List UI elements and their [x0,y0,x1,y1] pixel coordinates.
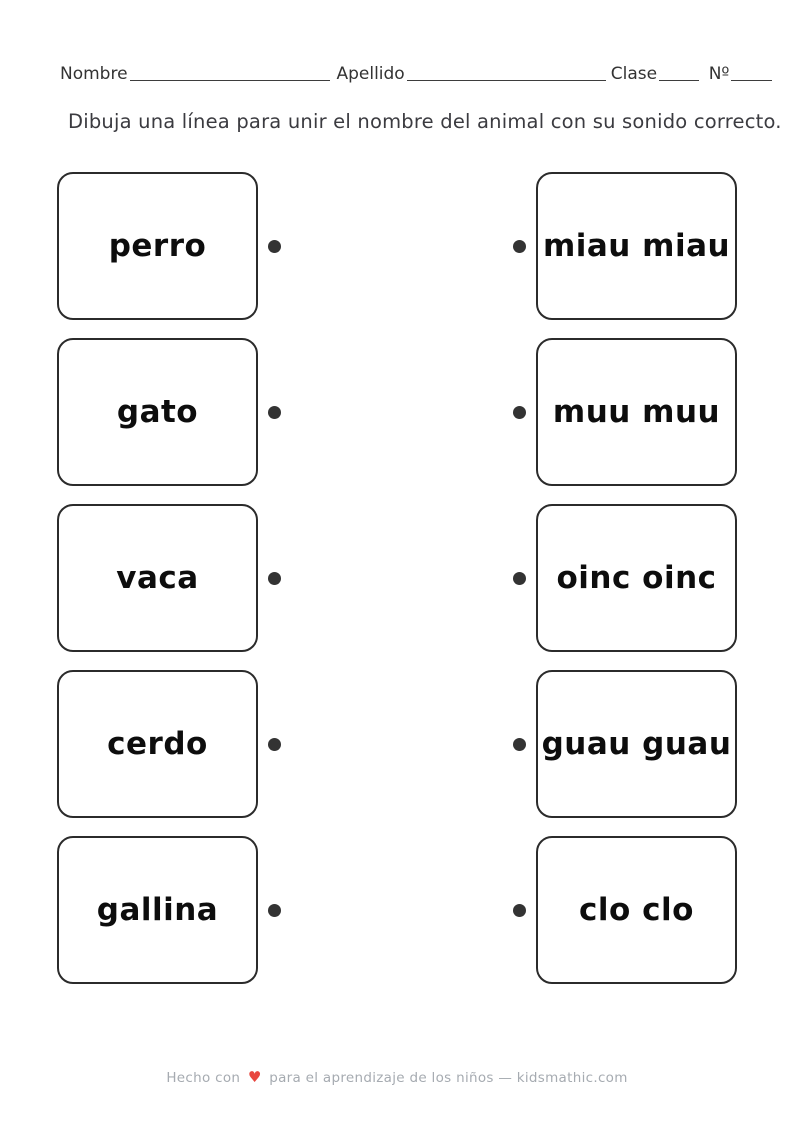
connector-dot-left-2[interactable] [268,405,281,419]
sound-word: miau miau [542,228,731,264]
match-row-1: perro miau miau [57,172,737,320]
apellido-fill-line[interactable] [406,79,606,82]
animal-card-5[interactable]: gallina [57,836,258,984]
matching-area: perro miau miau gato muu muu vaca oinc o… [57,172,737,984]
heart-icon: ♥ [247,1068,262,1086]
footer-prefix: Hecho con [166,1070,241,1086]
connector-dot-right-4[interactable] [513,737,526,751]
connector-dot-right-1[interactable] [513,239,526,253]
sound-card-2[interactable]: muu muu [536,338,737,486]
sound-card-3[interactable]: oinc oinc [536,504,737,652]
animal-word: gato [116,394,199,430]
sound-card-1[interactable]: miau miau [536,172,737,320]
nombre-fill-line[interactable] [129,79,331,82]
connector-dot-left-1[interactable] [268,239,281,253]
animal-word: vaca [116,560,199,596]
connector-dot-right-5[interactable] [513,903,526,917]
instruction-text: Dibuja una línea para unir el nombre del… [68,110,782,133]
animal-card-2[interactable]: gato [57,338,258,486]
clase-label: Clase [610,64,658,84]
animal-word: gallina [96,892,219,928]
sound-card-5[interactable]: clo clo [536,836,737,984]
numero-label: Nº [708,64,730,84]
sound-word: guau guau [541,726,732,762]
animal-card-4[interactable]: cerdo [57,670,258,818]
numero-fill-line[interactable] [731,79,772,82]
connector-dot-right-2[interactable] [513,405,526,419]
animal-word: perro [108,228,207,264]
match-row-3: vaca oinc oinc [57,504,737,652]
sound-card-4[interactable]: guau guau [536,670,737,818]
sound-word: oinc oinc [556,560,717,596]
footer-credit: Hecho con ♥ para el aprendizaje de los n… [0,1068,794,1086]
animal-card-1[interactable]: perro [57,172,258,320]
footer-suffix: para el aprendizaje de los niños — kidsm… [269,1070,628,1086]
connector-dot-left-4[interactable] [268,737,281,751]
connector-dot-left-5[interactable] [268,903,281,917]
animal-card-3[interactable]: vaca [57,504,258,652]
match-row-2: gato muu muu [57,338,737,486]
nombre-label: Nombre [60,64,128,84]
sound-word: clo clo [579,892,694,928]
clase-fill-line[interactable] [659,79,699,82]
connector-dot-left-3[interactable] [268,571,281,585]
animal-word: cerdo [107,726,208,762]
sound-word: muu muu [552,394,721,430]
match-row-5: gallina clo clo [57,836,737,984]
match-row-4: cerdo guau guau [57,670,737,818]
worksheet-header: Nombre Apellido Clase Nº [60,64,772,84]
apellido-label: Apellido [336,64,405,84]
connector-dot-right-3[interactable] [513,571,526,585]
